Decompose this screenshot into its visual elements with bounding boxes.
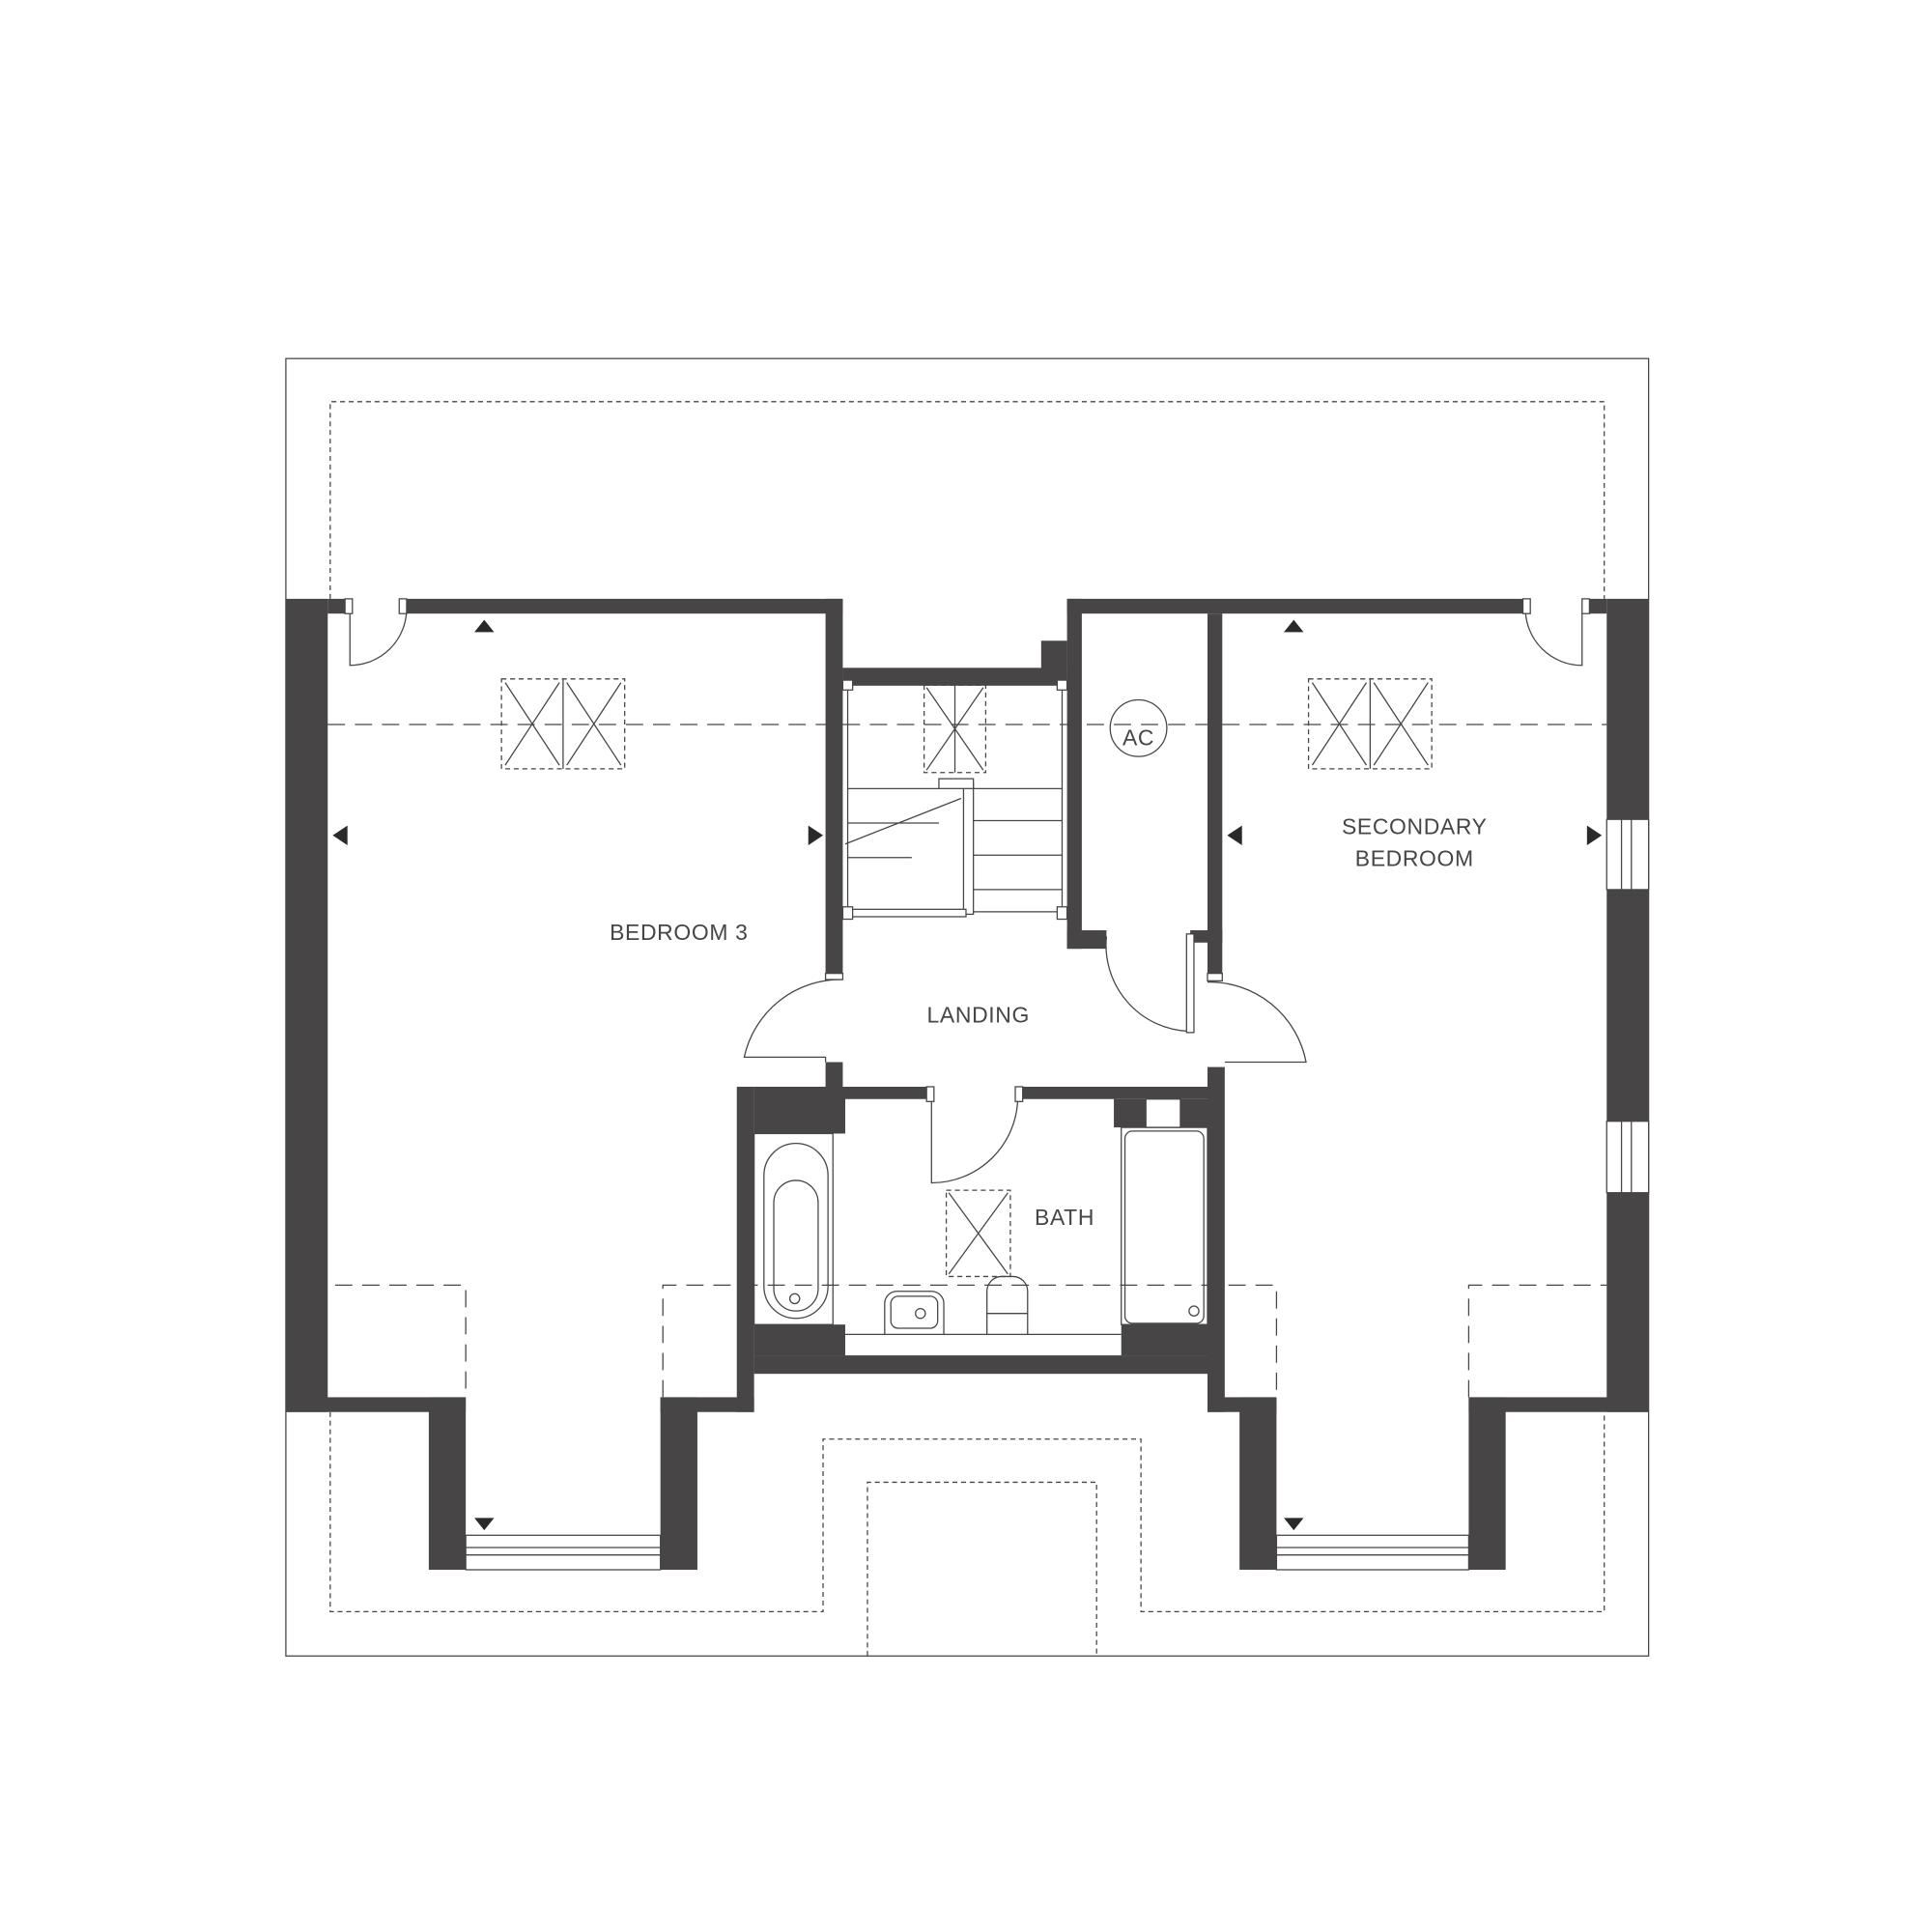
arrow-right-icon xyxy=(808,825,824,845)
porch-roof xyxy=(867,1481,1097,1657)
doors xyxy=(344,598,1591,1184)
skylight-bath xyxy=(945,1189,1011,1278)
arrow-left-icon xyxy=(1227,825,1242,845)
arrow-up-icon xyxy=(474,619,495,633)
room-label-landing: LANDING xyxy=(927,1003,1030,1028)
room-label-secondary-bedroom-line2: BEDROOM xyxy=(1355,846,1474,871)
room-label-bath: BATH xyxy=(1035,1205,1094,1230)
head-height-arrows xyxy=(332,619,1603,1531)
windows xyxy=(465,818,1650,1571)
toilet xyxy=(986,1275,1029,1335)
staircase xyxy=(841,679,1068,921)
walls xyxy=(285,598,1649,1570)
room-label-bedroom3: BEDROOM 3 xyxy=(610,920,748,945)
skylight-bedroom3 xyxy=(500,678,626,770)
arrow-left-icon xyxy=(332,825,348,845)
ceiling-line-lower xyxy=(334,1284,1607,1398)
arrow-down-icon xyxy=(474,1518,495,1531)
ac-circle xyxy=(1109,698,1168,757)
room-label-secondary-bedroom-line1: SECONDARY xyxy=(1342,814,1488,839)
ac-label: AC xyxy=(1122,725,1154,751)
arrow-down-icon xyxy=(1284,1518,1304,1531)
roof-eaves-top xyxy=(329,401,1605,599)
skylight-stairs xyxy=(923,684,987,774)
skylight-secondary-bedroom xyxy=(1307,678,1433,770)
bathtub-left xyxy=(753,1132,834,1325)
roof-eaves-bottom xyxy=(329,1411,1605,1613)
arrow-up-icon xyxy=(1284,619,1304,633)
bathtub-right xyxy=(1121,1098,1208,1325)
arrow-right-icon xyxy=(1586,825,1603,845)
sink xyxy=(884,1291,945,1335)
